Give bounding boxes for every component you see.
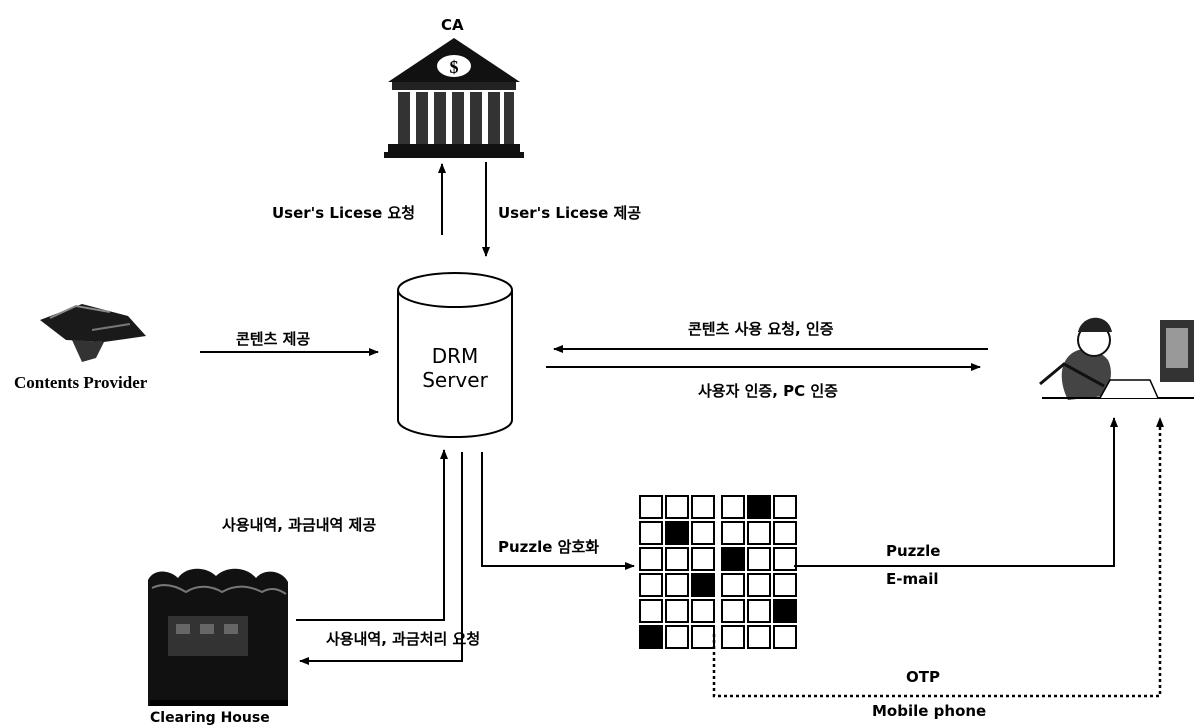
puzzle-cell <box>722 600 744 622</box>
puzzle-cell <box>640 626 662 648</box>
puzzle-cell <box>748 574 770 596</box>
puzzle-cell <box>722 626 744 648</box>
puzzle-cell <box>666 522 688 544</box>
puzzle-cell <box>774 600 796 622</box>
puzzle-cell <box>774 626 796 648</box>
puzzle-cell <box>692 496 714 518</box>
puzzle-cell <box>640 496 662 518</box>
puzzle-cell <box>748 626 770 648</box>
puzzle-cell <box>722 574 744 596</box>
email-label: E-mail <box>886 570 939 588</box>
mobile-phone-label: Mobile phone <box>872 702 986 720</box>
user-auth-label: 사용자 인증, PC 인증 <box>698 382 838 400</box>
puzzle-cell <box>722 548 744 570</box>
puzzle-cell <box>692 574 714 596</box>
puzzle-cell <box>692 548 714 570</box>
puzzle-cell <box>666 574 688 596</box>
ca-label: CA <box>441 16 464 34</box>
puzzle-cell <box>666 548 688 570</box>
puzzle-cell <box>640 522 662 544</box>
puzzle-cell <box>722 496 744 518</box>
clearing-house-icon <box>148 569 288 706</box>
puzzle-cell <box>774 522 796 544</box>
puzzle-cell <box>640 574 662 596</box>
usage-history-provide-label: 사용내역, 과금내역 제공 <box>222 516 376 534</box>
puzzle-cell <box>774 548 796 570</box>
puzzle-cell <box>774 574 796 596</box>
puzzle-cell <box>748 548 770 570</box>
contents-provide-label: 콘텐츠 제공 <box>236 330 310 348</box>
puzzle-cell <box>666 600 688 622</box>
otp-label: OTP <box>906 668 940 686</box>
ca-bank-icon: $ <box>384 38 524 158</box>
puzzle-cell <box>640 600 662 622</box>
license-request-label: User's Licese 요청 <box>272 204 415 222</box>
svg-text:$: $ <box>450 57 459 77</box>
puzzle-cell <box>722 522 744 544</box>
clearing-house-label: Clearing House <box>150 709 270 727</box>
puzzle-cell <box>748 496 770 518</box>
puzzle-cell <box>692 626 714 648</box>
puzzle-label: Puzzle <box>886 542 940 560</box>
license-provide-label: User's Licese 제공 <box>498 204 641 222</box>
puzzle-cell <box>666 626 688 648</box>
puzzle-encrypt-label: Puzzle 암호화 <box>498 538 599 556</box>
usage-history-provide-arrow <box>296 450 444 620</box>
puzzle-cell <box>692 600 714 622</box>
puzzle-cell <box>748 522 770 544</box>
puzzle-cell <box>774 496 796 518</box>
puzzle-cell <box>640 548 662 570</box>
contents-provider-label: Contents Provider <box>14 374 147 392</box>
puzzle-grid <box>640 496 796 648</box>
drm-server-label-line1: DRM <box>405 344 505 368</box>
billing-request-label: 사용내역, 과금처리 요청 <box>326 630 480 648</box>
usage-request-label: 콘텐츠 사용 요청, 인증 <box>688 320 834 338</box>
user-computer-icon <box>1040 318 1194 400</box>
drm-server-label-line2: Server <box>405 368 505 392</box>
puzzle-cell <box>692 522 714 544</box>
puzzle-cell <box>748 600 770 622</box>
puzzle-cell <box>666 496 688 518</box>
puzzle-email-arrow <box>794 418 1114 566</box>
contents-provider-icon <box>40 304 146 362</box>
